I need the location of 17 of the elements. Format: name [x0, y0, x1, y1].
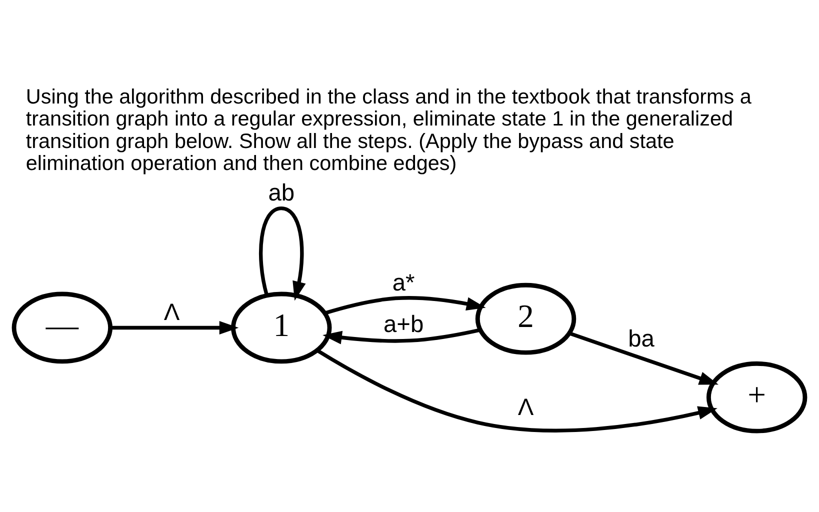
node-ellipse: 2 — [475, 282, 576, 355]
arrow — [316, 349, 718, 432]
arrow — [322, 328, 481, 344]
edge-label: ab — [268, 180, 295, 207]
edge-label: a+b — [383, 312, 424, 338]
arrow — [259, 206, 306, 301]
arrow — [110, 320, 239, 334]
arrow — [569, 332, 719, 385]
edge-label: ba — [628, 326, 654, 353]
arrow — [324, 296, 486, 315]
node-ellipse: — — [12, 292, 113, 364]
edge-label: a* — [392, 270, 415, 296]
node-ellipse: + — [706, 361, 808, 434]
edge-label: Λ — [164, 300, 180, 326]
node-ellipse: 1 — [231, 292, 332, 364]
diagram-title: Using the algorithm described in the class and in the textbook that transforms a transition graph into a regular expression, eliminate state 1 in the generalized transition graph below. Show all the steps. (Apply the bypass and state elimination operation and then combine edges) — [26, 85, 752, 176]
edge-label: Λ — [518, 394, 534, 421]
